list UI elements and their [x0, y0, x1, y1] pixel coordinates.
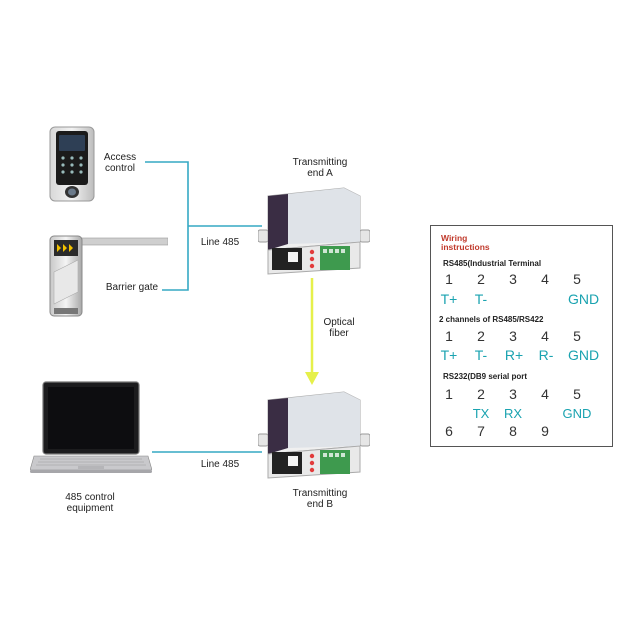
pin-number: 6	[445, 423, 453, 439]
pin-signal: T+	[440, 291, 458, 307]
label-optical-fiber: Optical fiber	[323, 317, 355, 339]
pin-signal: GND	[568, 347, 600, 363]
fiber-converter-device-b	[258, 391, 370, 479]
pin-number: 5	[573, 386, 581, 402]
label-access-control: Access control	[103, 152, 137, 174]
pin-number: 9	[541, 423, 549, 439]
pin-number: 1	[445, 328, 453, 344]
label-transmitting-end-a: Transmitting end A	[292, 157, 348, 179]
pin-signal: T+	[440, 347, 458, 363]
pin-signal: T-	[474, 291, 488, 307]
pin-number: 4	[541, 328, 549, 344]
pin-number: 2	[477, 386, 485, 402]
pin-number: 1	[445, 386, 453, 402]
barrier-gate-icon	[49, 235, 168, 317]
fiber-converter-device-a	[258, 187, 370, 275]
label-line-485-bottom: Line 485	[200, 459, 240, 470]
wiring-instructions-panel: Wiring instructions RS485(Industrial Ter…	[430, 225, 613, 447]
pin-number: 1	[445, 271, 453, 287]
pin-number: 7	[477, 423, 485, 439]
pin-number: 5	[573, 271, 581, 287]
access-control-terminal-icon	[49, 126, 95, 202]
pin-number: 4	[541, 271, 549, 287]
section-heading-rs485-rs422: 2 channels of RS485/RS422	[439, 315, 544, 324]
pin-signal: T-	[474, 347, 488, 363]
label-485-control-equipment: 485 control equipment	[65, 492, 115, 514]
section-heading-rs485: RS485(Industrial Terminal	[443, 259, 542, 268]
label-transmitting-end-b: Transmitting end B	[292, 488, 348, 510]
optical-fiber-arrowhead	[305, 372, 319, 385]
pin-number: 3	[509, 328, 517, 344]
fiber-converter-device-icon	[258, 391, 370, 479]
pin-number: 5	[573, 328, 581, 344]
label-line-485-top: Line 485	[200, 237, 240, 248]
pin-signal: R-	[538, 347, 554, 363]
pin-signal: R+	[504, 347, 524, 363]
pin-signal: TX	[472, 406, 490, 421]
pin-number: 3	[509, 271, 517, 287]
wiring-title: Wiring instructions	[441, 233, 490, 252]
pin-number: 3	[509, 386, 517, 402]
pin-number: 8	[509, 423, 517, 439]
line-barrier-gate	[162, 226, 189, 291]
laptop-icon	[30, 381, 152, 473]
pin-signal: GND	[568, 291, 600, 307]
pin-signal: GND	[562, 406, 592, 421]
pin-number: 2	[477, 271, 485, 287]
pin-number: 2	[477, 328, 485, 344]
pin-number: 4	[541, 386, 549, 402]
fiber-converter-device-icon	[258, 187, 370, 275]
pin-signal: RX	[503, 406, 523, 421]
label-barrier-gate: Barrier gate	[105, 282, 159, 293]
section-heading-rs232: RS232(DB9 serial port	[443, 372, 528, 381]
line-access-control	[145, 161, 189, 226]
